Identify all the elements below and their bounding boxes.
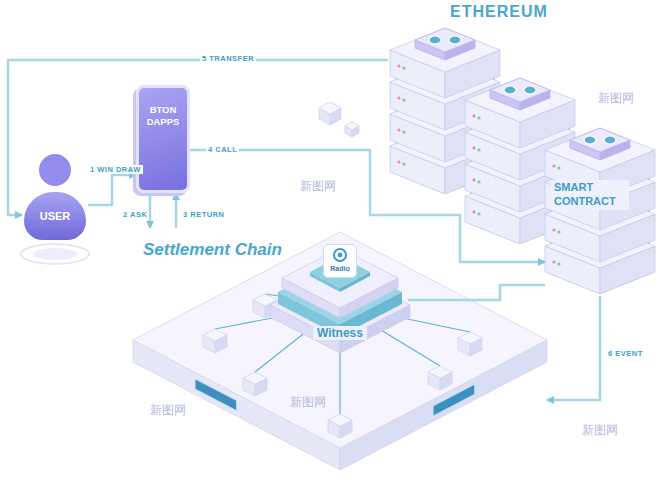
server-led bbox=[402, 98, 405, 101]
watermark: 新图网 bbox=[290, 395, 326, 409]
server-slab-top bbox=[390, 28, 500, 72]
step-label-box: 3 RETURN bbox=[181, 203, 227, 221]
node-cube-top bbox=[458, 332, 482, 344]
user-figure: USER bbox=[22, 190, 88, 242]
watermark-box: 新图网 bbox=[598, 88, 634, 107]
server-led bbox=[402, 66, 405, 69]
watermark: 新图网 bbox=[150, 403, 186, 417]
step-label-box: 1 WIN DRAW bbox=[88, 158, 143, 176]
ground-shadow bbox=[33, 248, 77, 260]
server-led bbox=[472, 210, 475, 213]
server-cap-top bbox=[415, 28, 475, 52]
flow-connector bbox=[408, 285, 545, 300]
server-led bbox=[402, 130, 405, 133]
server-led bbox=[472, 178, 475, 181]
node-cube-top bbox=[203, 329, 227, 341]
flow-connector bbox=[175, 193, 178, 228]
server-led bbox=[557, 166, 560, 169]
server-slab-top bbox=[545, 128, 655, 172]
watermark-box: 新图网 bbox=[290, 392, 326, 411]
ethereum-cluster-label: ETHEREUM bbox=[450, 3, 548, 21]
server-led bbox=[397, 128, 400, 131]
server-slab-top bbox=[465, 78, 575, 122]
server-led bbox=[472, 146, 475, 149]
radio-module-label: Radio bbox=[330, 265, 349, 272]
float-cube-top bbox=[345, 122, 359, 130]
server-led bbox=[402, 162, 405, 165]
radio-module: Radio bbox=[323, 244, 357, 278]
server-led bbox=[552, 260, 555, 263]
server-led bbox=[477, 116, 480, 119]
server-led bbox=[552, 164, 555, 167]
radio-icon bbox=[332, 247, 348, 263]
radio-ring bbox=[334, 249, 346, 261]
step-label: 2 ASK bbox=[121, 210, 149, 219]
platform-top bbox=[133, 232, 547, 448]
server-eye bbox=[429, 36, 441, 44]
phone-device: BTON DAPPS bbox=[136, 85, 190, 193]
server-cap-top bbox=[490, 78, 550, 102]
user-figure-label: USER bbox=[40, 210, 71, 222]
user-head bbox=[38, 153, 72, 187]
watermark: 新图网 bbox=[300, 179, 336, 193]
step-label-box: 4 CALL bbox=[206, 138, 239, 156]
server-cap-top bbox=[570, 128, 630, 152]
server-eye bbox=[584, 136, 596, 144]
node-cube-top bbox=[428, 366, 452, 378]
phone-device-label: BTON DAPPS bbox=[142, 104, 184, 128]
flow-connector bbox=[547, 296, 600, 400]
server-led bbox=[552, 228, 555, 231]
node-cube-top bbox=[328, 414, 352, 426]
witness-block: Witness Radio bbox=[272, 238, 408, 356]
step-label-box: 6 EVENT bbox=[606, 342, 645, 360]
flow-connector bbox=[88, 175, 136, 205]
watermark-box: 新图网 bbox=[582, 420, 618, 439]
node-cube-top bbox=[243, 372, 267, 384]
smart-contract-server: SMART CONTRACT bbox=[545, 128, 657, 296]
platform-slot bbox=[195, 379, 236, 411]
server-eye bbox=[449, 36, 461, 44]
ground-ring bbox=[21, 244, 89, 264]
step-label-box: 2 ASK bbox=[121, 203, 149, 221]
server-led bbox=[397, 96, 400, 99]
step-label: 1 WIN DRAW bbox=[88, 165, 143, 174]
server-led bbox=[397, 160, 400, 163]
step-label: 3 RETURN bbox=[181, 210, 227, 219]
watermark-box: 新图网 bbox=[150, 400, 186, 419]
float-cube-top bbox=[319, 102, 341, 114]
witness-band-top bbox=[278, 260, 402, 324]
server-led bbox=[477, 148, 480, 151]
step-label: 4 CALL bbox=[206, 145, 239, 154]
step-label: 6 EVENT bbox=[606, 349, 645, 358]
witness-block-label: Witness bbox=[313, 326, 367, 340]
server-led bbox=[557, 262, 560, 265]
radio-dot bbox=[338, 253, 343, 258]
smart-contract-server-label: SMART CONTRACT bbox=[551, 180, 629, 210]
step-label: 5 TRANSFER bbox=[200, 54, 256, 63]
watermark-box: 新图网 bbox=[300, 176, 336, 195]
server-led bbox=[477, 212, 480, 215]
server-eye bbox=[524, 86, 536, 94]
witness-top-top bbox=[282, 248, 398, 308]
server-led bbox=[557, 230, 560, 233]
watermark: 新图网 bbox=[598, 91, 634, 105]
step-label-box: 5 TRANSFER bbox=[200, 47, 256, 65]
server-led bbox=[472, 114, 475, 117]
server-led bbox=[397, 64, 400, 67]
settlement-platform-label: Settlement Chain bbox=[140, 240, 285, 260]
ethereum-cluster: ETHEREUM SMART CONTRACT bbox=[388, 0, 658, 298]
server-eye bbox=[504, 86, 516, 94]
settlement-platform: Settlement ChainWitness Radio bbox=[135, 228, 547, 470]
server-eye bbox=[604, 136, 616, 144]
server-led bbox=[477, 180, 480, 183]
watermark: 新图网 bbox=[582, 423, 618, 437]
flow-connector bbox=[149, 193, 152, 228]
